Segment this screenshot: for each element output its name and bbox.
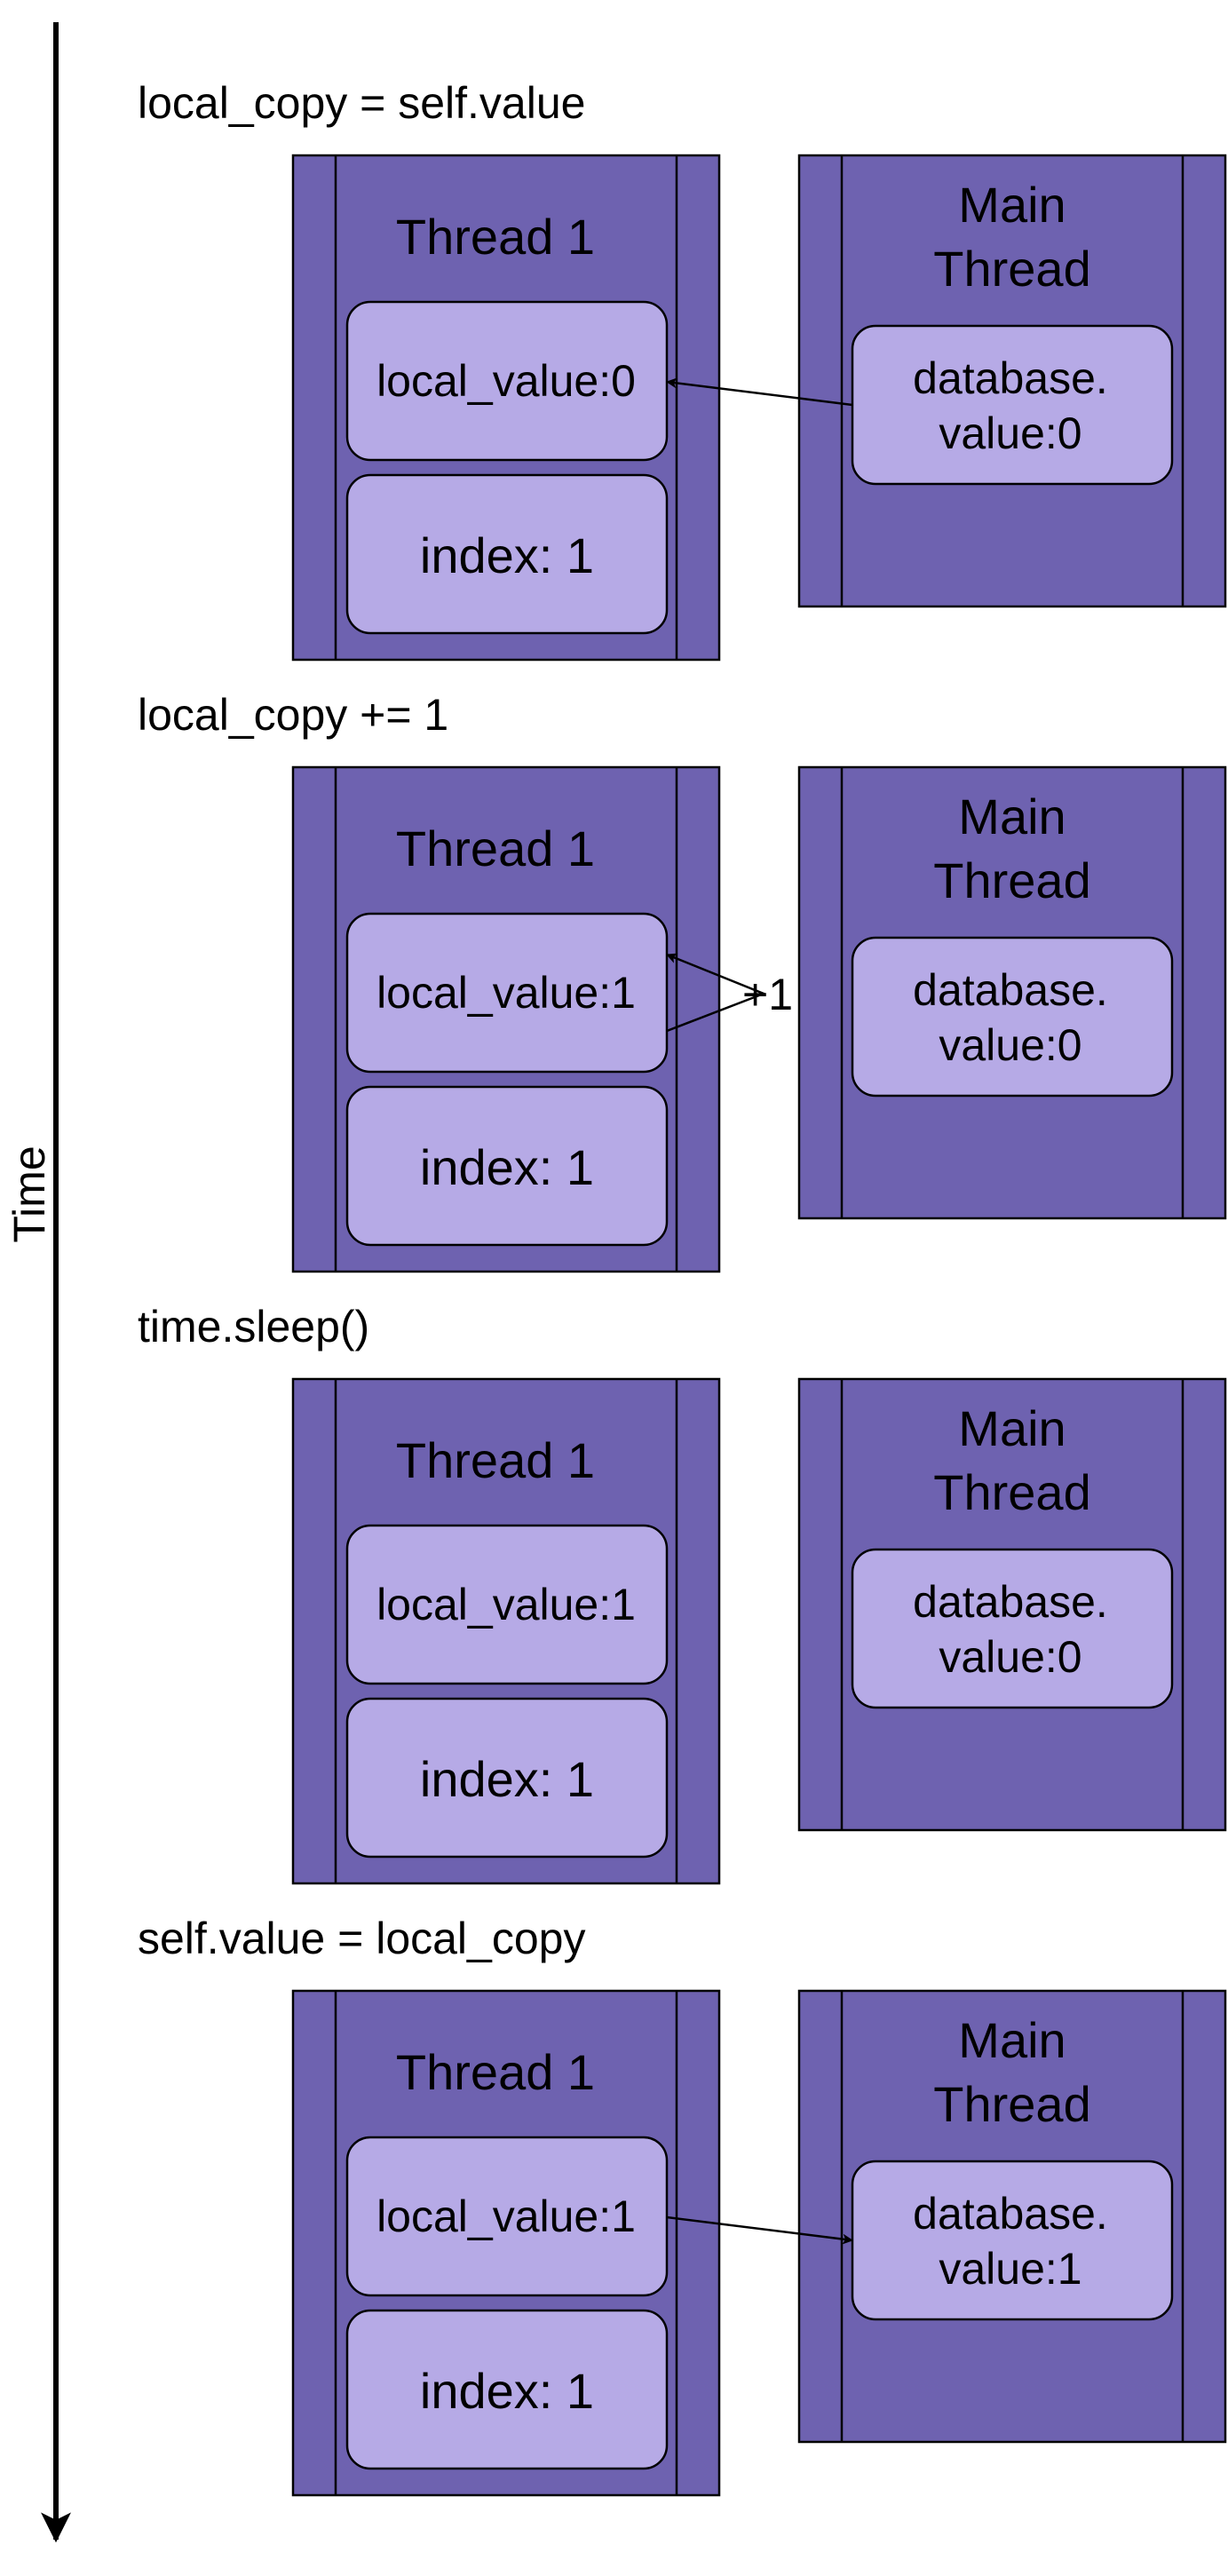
index-cell: index: 1 (345, 1697, 669, 1859)
database-value-line2: value:0 (939, 1632, 1081, 1682)
index-text: index: 1 (420, 2363, 594, 2419)
database-value-line1: database. (913, 965, 1108, 1015)
database-value-cell: database. value:0 (851, 1548, 1174, 1709)
local-value-cell: local_value:0 (345, 300, 669, 462)
thread-title: Thread 1 (396, 209, 595, 265)
index-text: index: 1 (420, 1139, 594, 1195)
increment-label: +1 (742, 970, 793, 1019)
thread-1-box: Thread 1 local_value:0 index: 1 (291, 154, 721, 662)
database-value-cell: database. value:0 (851, 936, 1174, 1098)
step-label: local_copy = self.value (138, 78, 585, 128)
main-thread-title-line1: Main (958, 789, 1066, 844)
main-thread-title-line1: Main (958, 1400, 1066, 1456)
main-thread-box: Main Thread database. value:0 (797, 1377, 1227, 1832)
step-label: time.sleep() (138, 1302, 369, 1351)
main-thread-title-line1: Main (958, 177, 1066, 233)
local-value-text: local_value:1 (376, 1580, 636, 1629)
database-value-line1: database. (913, 353, 1108, 403)
main-thread-title-line2: Thread (933, 1464, 1090, 1520)
main-thread-title-line2: Thread (933, 2076, 1090, 2132)
local-value-text: local_value:1 (376, 2192, 636, 2241)
index-cell: index: 1 (345, 473, 669, 635)
timeline: Time (4, 22, 71, 2543)
thread-1-box: Thread 1 local_value:1 index: 1 (291, 1377, 721, 1885)
database-value-line1: database. (913, 2189, 1108, 2239)
step-3: time.sleep() Thread 1 local_value:1 inde… (138, 1302, 1227, 1885)
local-value-text: local_value:0 (376, 356, 636, 406)
database-value-line2: value:0 (939, 1020, 1081, 1070)
database-value-cell: database. value:0 (851, 324, 1174, 486)
thread-1-box: Thread 1 local_value:1 index: 1 (291, 765, 721, 1273)
index-cell: index: 1 (345, 1085, 669, 1247)
main-thread-title-line2: Thread (933, 852, 1090, 908)
database-value-cell: database. value:1 (851, 2160, 1174, 2321)
main-thread-box: Main Thread database. value:0 (797, 154, 1227, 608)
local-value-cell: local_value:1 (345, 2136, 669, 2297)
step-2: local_copy += 1 Thread 1 local_value:1 i… (138, 690, 1227, 1273)
local-value-text: local_value:1 (376, 968, 636, 1018)
thread-1-box: Thread 1 local_value:1 index: 1 (291, 1989, 721, 2497)
main-thread-title-line1: Main (958, 2012, 1066, 2068)
index-text: index: 1 (420, 1751, 594, 1807)
index-text: index: 1 (420, 527, 594, 583)
local-value-cell: local_value:1 (345, 912, 669, 1074)
database-value-line2: value:0 (939, 408, 1081, 458)
thread-title: Thread 1 (396, 1432, 595, 1488)
write-arrow (666, 2215, 853, 2245)
step-label: self.value = local_copy (138, 1914, 585, 1963)
main-thread-box: Main Thread database. value:0 (797, 765, 1227, 1220)
thread-title: Thread 1 (396, 2044, 595, 2100)
step-1: local_copy = self.value Thread 1 local_v… (138, 78, 1227, 662)
database-value-line2: value:1 (939, 2244, 1081, 2294)
thread-title: Thread 1 (396, 820, 595, 876)
step-label: local_copy += 1 (138, 690, 448, 740)
step-4: self.value = local_copy Thread 1 local_v… (138, 1914, 1227, 2497)
increment-arrow (666, 953, 767, 1033)
read-arrow (666, 377, 853, 407)
timeline-label: Time (4, 1145, 54, 1242)
index-cell: index: 1 (345, 2309, 669, 2470)
main-thread-box: Main Thread database. value:1 (797, 1989, 1227, 2444)
database-value-line1: database. (913, 1577, 1108, 1627)
local-value-cell: local_value:1 (345, 1524, 669, 1685)
main-thread-title-line2: Thread (933, 241, 1090, 297)
increment-loop: +1 (666, 953, 793, 1033)
